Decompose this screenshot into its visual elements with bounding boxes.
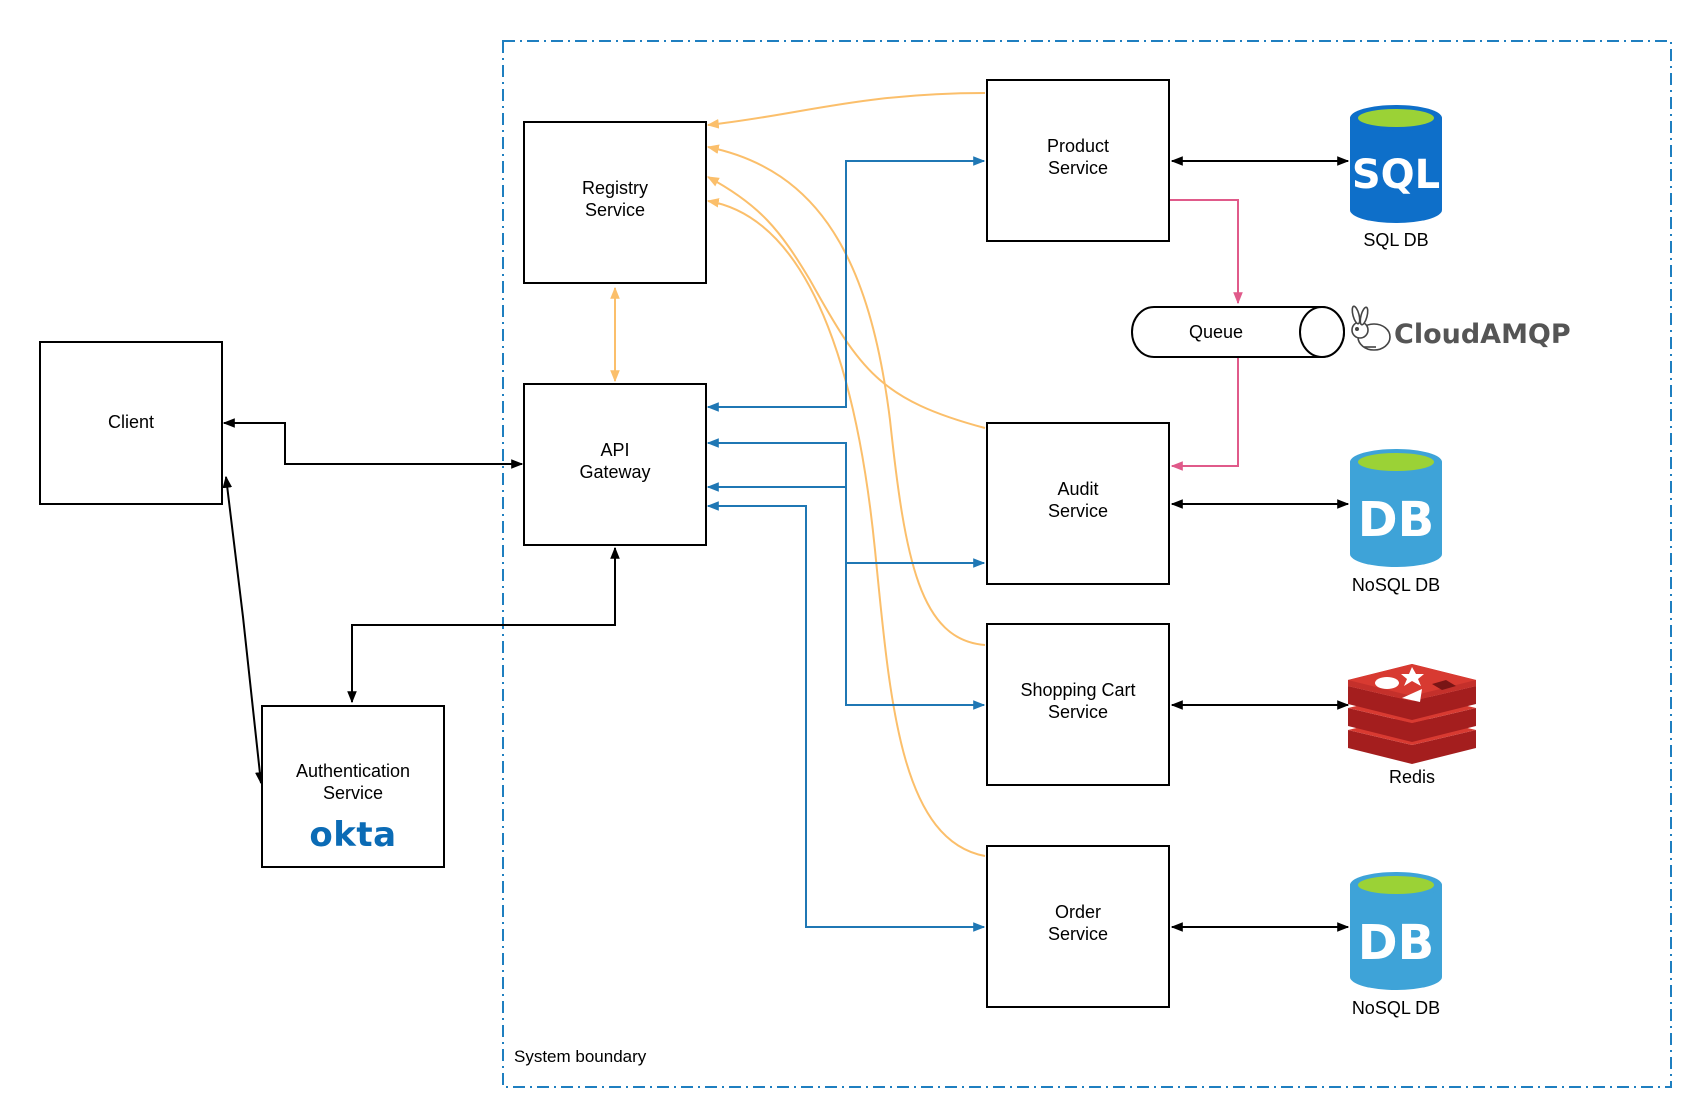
nosql2-db-caption: NoSQL DB — [1352, 998, 1440, 1018]
audit-service-node: Audit Service — [986, 422, 1170, 585]
sql-database-icon: SQL — [1350, 105, 1442, 223]
queue-label: Queue — [1189, 322, 1243, 342]
order-service-node: Order Service — [986, 845, 1170, 1008]
order-label-line1: Order — [1055, 902, 1101, 922]
sql-db-caption: SQL DB — [1363, 230, 1428, 250]
client-node: Client — [39, 341, 223, 505]
registry-label-line2: Service — [585, 200, 645, 220]
cloudamqp-logo: CloudAMQP — [1351, 305, 1571, 351]
audit-label-line1: Audit — [1057, 479, 1098, 499]
client-label: Client — [108, 412, 154, 432]
edge-client-auth — [222, 475, 265, 785]
auth-label-line1: Authentication — [296, 761, 410, 781]
edge-gateway-cart — [706, 482, 986, 710]
registry-service-node: Registry Service — [523, 121, 707, 284]
shopping-cart-service-node: Shopping Cart Service — [986, 623, 1170, 786]
nosql-database-icon-2: DB — [1350, 872, 1442, 990]
edge-gateway-auth — [347, 546, 620, 704]
nosql-database-icon: DB — [1350, 449, 1442, 567]
registry-label-line1: Registry — [582, 178, 648, 198]
order-label-line2: Service — [1048, 924, 1108, 944]
redis-caption: Redis — [1389, 767, 1435, 787]
gateway-label-line1: API — [600, 440, 629, 460]
queue-edges — [1168, 199, 1243, 471]
cart-label-line1: Shopping Cart — [1020, 680, 1135, 700]
edge-product-queue — [1168, 199, 1243, 305]
queue-node: Queue — [1131, 306, 1345, 358]
auth-label-line2: Service — [323, 783, 383, 803]
edge-gateway-product — [706, 156, 986, 412]
nosql-db-caption: NoSQL DB — [1352, 575, 1440, 595]
gateway-edges — [706, 156, 986, 932]
gateway-label-line2: Gateway — [579, 462, 650, 482]
black-edges — [222, 156, 1350, 932]
rabbit-icon — [1351, 305, 1391, 351]
okta-logo: okta — [309, 815, 396, 855]
edge-product-registry — [706, 92, 986, 129]
product-label-line1: Product — [1047, 136, 1109, 156]
cart-label-line2: Service — [1048, 702, 1108, 722]
nosql2-icon-text: DB — [1358, 915, 1434, 971]
api-gateway-node: API Gateway — [523, 383, 707, 546]
sql-icon-text: SQL — [1352, 152, 1440, 198]
redis-icon — [1348, 664, 1476, 764]
edge-client-gateway — [222, 418, 524, 469]
nosql-icon-text: DB — [1358, 492, 1434, 548]
authentication-service-node: Authentication Service okta — [261, 705, 445, 868]
edge-queue-audit — [1170, 358, 1239, 471]
system-boundary-label: System boundary — [514, 1047, 647, 1066]
product-service-node: Product Service — [986, 79, 1170, 242]
cloudamqp-text: CloudAMQP — [1394, 319, 1571, 350]
audit-label-line2: Service — [1048, 501, 1108, 521]
product-label-line2: Service — [1048, 158, 1108, 178]
edge-gateway-order — [706, 501, 986, 932]
